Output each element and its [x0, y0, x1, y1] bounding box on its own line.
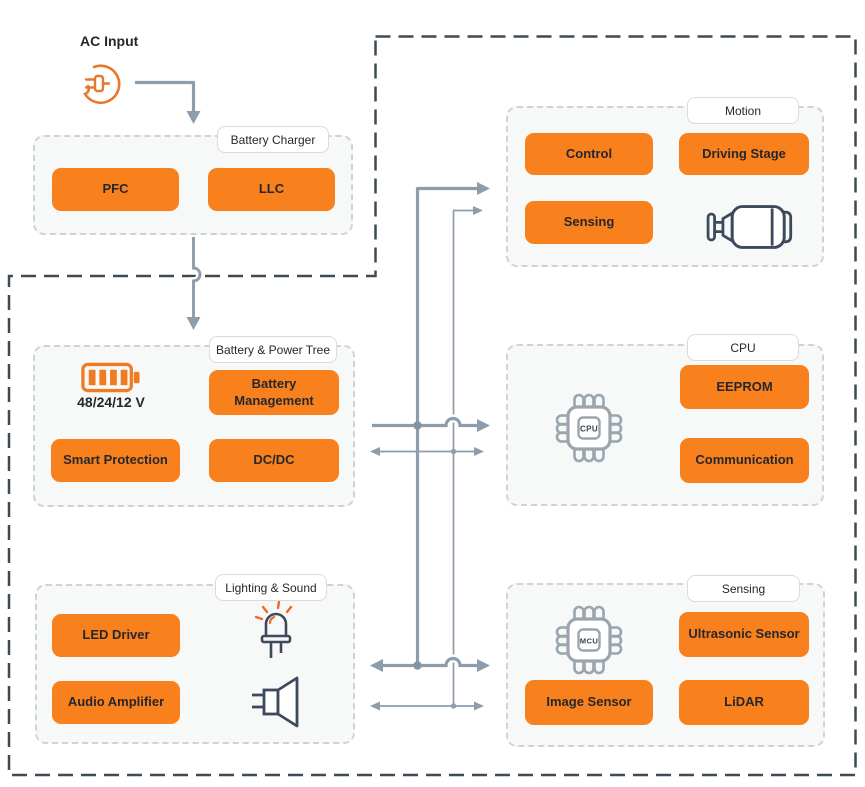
battery-power-tree-tab: Battery & Power Tree	[209, 336, 337, 363]
led-icon	[254, 601, 293, 658]
lighting-sound-group: Lighting & Sound LED Driver Audio Amplif…	[35, 574, 355, 744]
charger-arrow-casing	[189, 237, 204, 317]
cpu-chip-icon: CPU	[555, 393, 623, 463]
communication-box: Communication	[680, 438, 809, 483]
arrowhead	[477, 659, 490, 672]
bus-junction-dot	[450, 448, 457, 455]
cpu-chip-label: CPU	[580, 425, 598, 434]
ac-input-label: AC Input	[80, 33, 139, 49]
arrowhead	[477, 419, 490, 432]
battery-icon	[81, 362, 140, 393]
battery-management-box: Battery Management	[209, 370, 339, 415]
cpu-group: CPU CPU EEPROM Communication	[506, 334, 824, 506]
control-box: Control	[525, 133, 653, 175]
arrowhead	[370, 659, 383, 672]
pfc-box: PFC	[52, 168, 179, 211]
sensing-box: Sensing	[525, 201, 653, 244]
cpu-tab: CPU	[687, 334, 799, 361]
arrowhead	[474, 447, 484, 456]
dc-dc-box: DC/DC	[209, 439, 339, 482]
eeprom-box: EEPROM	[680, 365, 809, 409]
driving-stage-box: Driving Stage	[679, 133, 809, 175]
motion-group: Motion Control Driving Stage Sensing	[506, 97, 824, 267]
arrowhead	[370, 701, 380, 711]
image-sensor-box: Image Sensor	[525, 680, 653, 725]
motor-icon	[706, 205, 793, 249]
arrowhead	[186, 317, 201, 330]
battery-charger-tab: Battery Charger	[217, 126, 329, 153]
lidar-box: LiDAR	[679, 680, 809, 725]
mcu-chip-label: MCU	[580, 637, 599, 646]
ac-plug-icon	[83, 64, 121, 104]
led-driver-box: LED Driver	[52, 614, 180, 657]
lighting-sound-tab: Lighting & Sound	[215, 574, 327, 601]
ac-input-arrow	[135, 80, 196, 111]
bus-junction-dot	[413, 661, 422, 670]
battery-charger-group: Battery Charger PFC LLC	[33, 126, 353, 235]
arrowhead	[474, 701, 484, 711]
sensing-group: Sensing MCU Ultrasonic Sensor Image Sens…	[506, 575, 825, 747]
audio-amplifier-box: Audio Amplifier	[52, 681, 180, 724]
bus-junction-dot	[450, 703, 457, 709]
mcu-chip-icon: MCU	[555, 605, 623, 675]
arrowhead	[186, 111, 201, 124]
battery-voltage-label: 48/24/12 V	[77, 394, 145, 410]
bus-junction-dot	[413, 421, 422, 430]
sensing-tab: Sensing	[687, 575, 800, 602]
llc-box: LLC	[208, 168, 335, 211]
arrowhead	[477, 182, 490, 195]
arrowhead	[473, 206, 483, 215]
arrowhead	[370, 447, 380, 456]
ultrasonic-sensor-box: Ultrasonic Sensor	[679, 612, 809, 657]
smart-protection-box: Smart Protection	[51, 439, 180, 482]
charger-to-battery-arrow	[192, 237, 202, 317]
motion-tab: Motion	[687, 97, 799, 124]
speaker-icon	[252, 676, 299, 728]
battery-power-tree-group: Battery & Power Tree 48/24/12 V Battery …	[33, 336, 355, 507]
